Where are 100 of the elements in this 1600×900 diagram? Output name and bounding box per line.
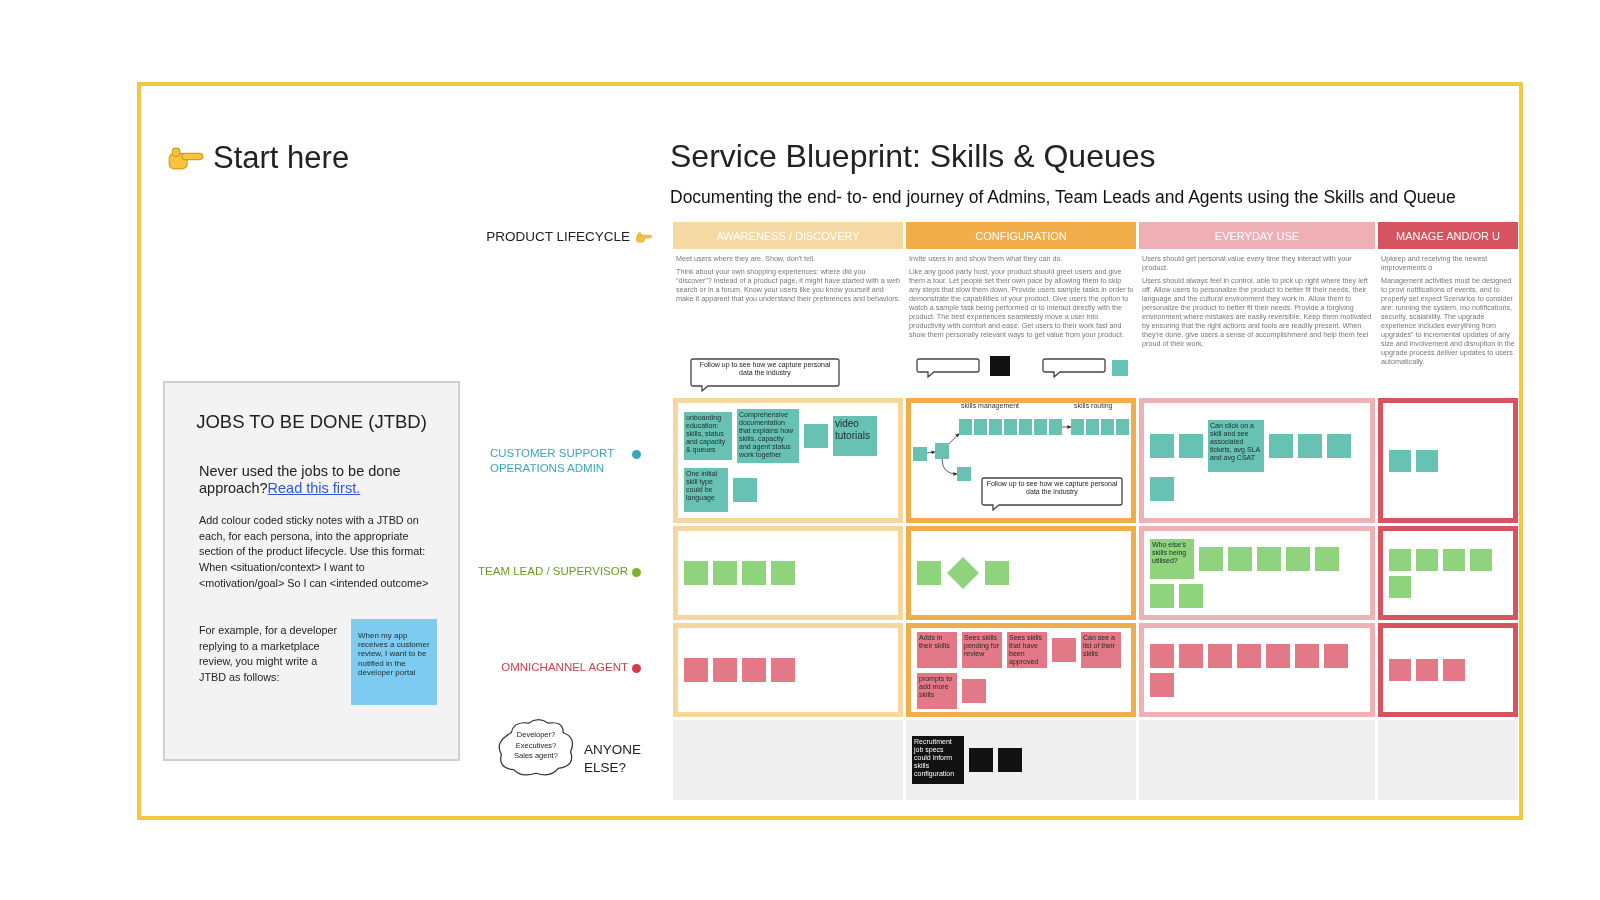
sticky-note: [1389, 575, 1411, 598]
sticky-note: [1315, 546, 1339, 571]
sticky-note: [684, 561, 708, 585]
sticky-note: [1286, 546, 1310, 571]
sticky-note: [1150, 643, 1174, 668]
sticky-note: [1416, 449, 1438, 472]
sticky-note: [713, 561, 737, 585]
sticky-note: [969, 748, 993, 772]
sticky-note: [990, 356, 1010, 376]
sticky-note: [985, 561, 1009, 585]
sticky-note: [1049, 419, 1062, 435]
instructions-card: [163, 381, 460, 761]
sticky-note: [1416, 548, 1438, 571]
sticky-note: [804, 424, 828, 448]
sticky-note: [1269, 434, 1293, 458]
sticky-note: [1389, 449, 1411, 472]
sticky-note: [1295, 643, 1319, 668]
example-text: For example, for a developer replying to a marketplace review, you might write a JTBD as follows:: [199, 623, 339, 685]
sticky-note: [1208, 643, 1232, 668]
stage-title: EVERYDAY USE: [1214, 229, 1300, 242]
sticky-note: [998, 748, 1022, 772]
sticky-note: [1034, 419, 1047, 435]
sticky-note: [733, 478, 757, 502]
diagram-title: Service Blueprint: Skills & Queues: [670, 138, 1156, 175]
persona-label: ANYONE ELSE?: [584, 741, 642, 777]
persona-label: OMNICHANNEL AGENT: [500, 660, 628, 675]
sticky-note: [1179, 643, 1203, 668]
sticky-note: video tutorials: [833, 416, 877, 456]
sticky-note: [1179, 583, 1203, 608]
sticky-note: [1266, 643, 1290, 668]
sticky-note: [771, 658, 795, 682]
sticky-note: [684, 658, 708, 682]
sticky-note: [1071, 419, 1084, 435]
question-text: Never used the jobs to be done approach?Read this first.: [199, 463, 402, 498]
sticky-note: [913, 447, 927, 461]
sticky-note: [1237, 643, 1261, 668]
swimlane-cell: [1139, 623, 1375, 717]
sticky-note: [957, 467, 971, 481]
sticky-note: [959, 419, 972, 435]
swimlane-cell: [906, 526, 1136, 620]
sticky-note: [1150, 477, 1174, 501]
sticky-note: [962, 678, 986, 703]
sticky-note: [935, 443, 949, 459]
sticky-note: [1443, 548, 1465, 571]
subtitle: Documenting the end- to- end journey of Admins, Team Leads and Agents using the Skills and Queue: [670, 186, 1457, 209]
sticky-note: [1470, 548, 1492, 571]
section-label: PRODUCT LIFECYCLE: [485, 228, 630, 246]
persona-label: CUSTOMER SUPPORT OPERATIONS ADMIN: [490, 446, 615, 476]
swimlane-cell: [1139, 398, 1375, 523]
sticky-note: [742, 658, 766, 682]
sticky-note: [1416, 659, 1438, 681]
stage-header-band: [906, 222, 1136, 249]
sticky-note: [1101, 419, 1114, 435]
card-title: JOBS TO BE DONE (JTBD): [195, 411, 428, 433]
swimlane-cell: [673, 526, 903, 620]
sticky-note: [1228, 546, 1252, 571]
stage-title: CONFIGURATION: [975, 229, 1067, 242]
sticky-note: [1150, 672, 1174, 697]
sticky-note: [1150, 434, 1174, 458]
sticky-note: [1112, 360, 1128, 376]
swimlane-cell: [1139, 526, 1375, 620]
swimlane-cell: [1378, 623, 1518, 717]
sticky-note: [1257, 546, 1281, 571]
sticky-note: [771, 561, 795, 585]
link: Read this first.: [267, 480, 361, 497]
swimlane-cell: [1378, 398, 1518, 523]
sticky-note: [1004, 419, 1017, 435]
sticky-note: [1324, 643, 1348, 668]
empty-swimlane-cell: [1378, 720, 1518, 800]
sticky-note: [1019, 419, 1032, 435]
sticky-note: [1327, 434, 1351, 458]
sticky-note: [742, 561, 766, 585]
sticky-note: [1179, 434, 1203, 458]
sticky-note: [989, 419, 1002, 435]
swimlane-cell: [673, 623, 903, 717]
sticky-note: [1086, 419, 1099, 435]
stage-header-band: [673, 222, 903, 249]
swimlane-cell: [673, 398, 903, 523]
sticky-note: [1116, 419, 1129, 435]
persona-label: TEAM LEAD / SUPERVISOR: [477, 564, 628, 579]
sticky-note: When my app receives a customer review, I want to be notified in the developer portal: [351, 619, 437, 705]
stage-title: AWARENESS / DISCOVERY: [716, 229, 860, 242]
sticky-note: [1150, 583, 1174, 608]
swimlane-cell: [906, 623, 1136, 717]
sticky-note: [974, 419, 987, 435]
sticky-note: [1443, 659, 1465, 681]
sticky-note: [1389, 659, 1411, 681]
sticky-note: [1199, 546, 1223, 571]
stage-header-band: [1139, 222, 1375, 249]
sticky-note: [713, 658, 737, 682]
stage-header-band: [1378, 222, 1518, 249]
sticky-note: [1298, 434, 1322, 458]
instruction-text: Add colour coded sticky notes with a JTBD on each, for each persona, into the appropriate section of the product lifecycle. Use this format: When <situation/context> I want to <motivation/goal> So I can <intended outcome>: [199, 513, 430, 591]
start-heading: Start here: [213, 139, 351, 177]
swimlane-cell: [906, 398, 1136, 523]
empty-swimlane-cell: [906, 720, 1136, 800]
sticky-note: [1052, 637, 1076, 662]
sticky-note: [917, 561, 941, 585]
sticky-note: [1389, 548, 1411, 571]
swimlane-cell: [1378, 526, 1518, 620]
